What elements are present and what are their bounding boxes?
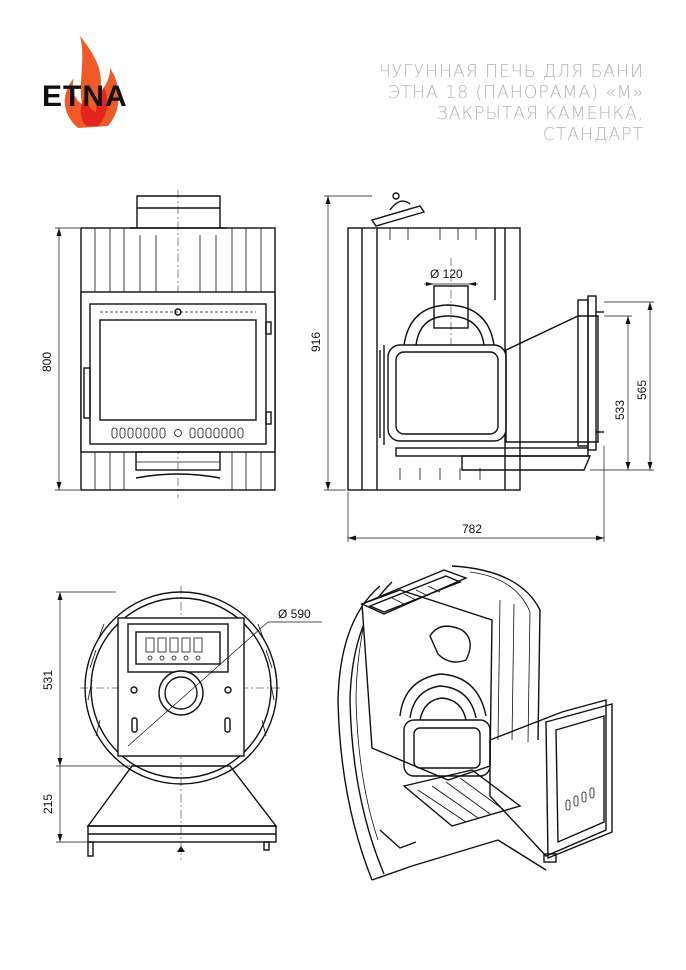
dim-top-depth: 531 (41, 670, 55, 690)
side-view: Ø 120 916 533 565 (309, 192, 654, 542)
dim-depth: 782 (462, 522, 482, 536)
brand-name: ETNA (42, 80, 128, 113)
dim-door-533: 533 (613, 400, 627, 420)
dim-front-height: 800 (40, 352, 54, 372)
title-line: СТАНДАРТ (542, 125, 644, 145)
title-line: ЧУГУННАЯ ПЕЧЬ ДЛЯ БАНИ (378, 62, 644, 82)
dim-pipe-diameter: Ø 120 (430, 267, 463, 281)
title-line: ЭТНА 18 (ПАНОРАМА) «М» (387, 83, 644, 103)
front-view: 800 (40, 190, 276, 498)
title-line: ЗАКРЫТАЯ КАМЕНКА, (436, 104, 644, 124)
flame-inner-icon (80, 88, 108, 126)
dim-base-depth: 215 (41, 794, 55, 814)
dim-side-height: 916 (309, 332, 323, 352)
top-view: Ø 590 531 215 (41, 586, 322, 860)
isometric-view (337, 565, 613, 881)
etna-logo: ETNA (42, 36, 128, 128)
dim-body-diameter: Ø 590 (278, 607, 311, 621)
product-title: ЧУГУННАЯ ПЕЧЬ ДЛЯ БАНИ ЭТНА 18 (ПАНОРАМА… (379, 62, 644, 146)
dim-door-565: 565 (635, 380, 649, 400)
